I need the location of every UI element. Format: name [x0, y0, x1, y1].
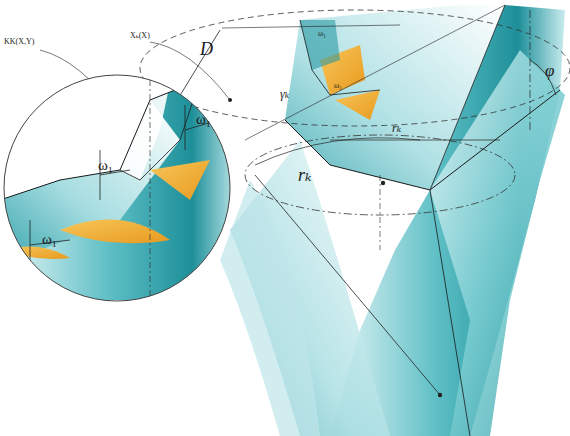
dimension-label: ω₁ — [318, 30, 326, 38]
dimension-label: γₖ — [280, 88, 289, 100]
dimension-label: rₖ — [298, 166, 312, 184]
dimension-label: ω₁ — [334, 82, 342, 90]
dimension-label: ω₁ — [42, 232, 57, 247]
dimension-label: ω₁ — [196, 112, 211, 127]
dimension-label: rₖ — [392, 122, 401, 134]
dimension-label: D — [200, 40, 213, 58]
dimension-label: KK(X,Y) — [4, 38, 34, 46]
dimension-label: Xₖ(X) — [130, 32, 150, 40]
dimension-label: φ — [545, 62, 554, 79]
dimension-label: ω₁ — [98, 158, 113, 173]
